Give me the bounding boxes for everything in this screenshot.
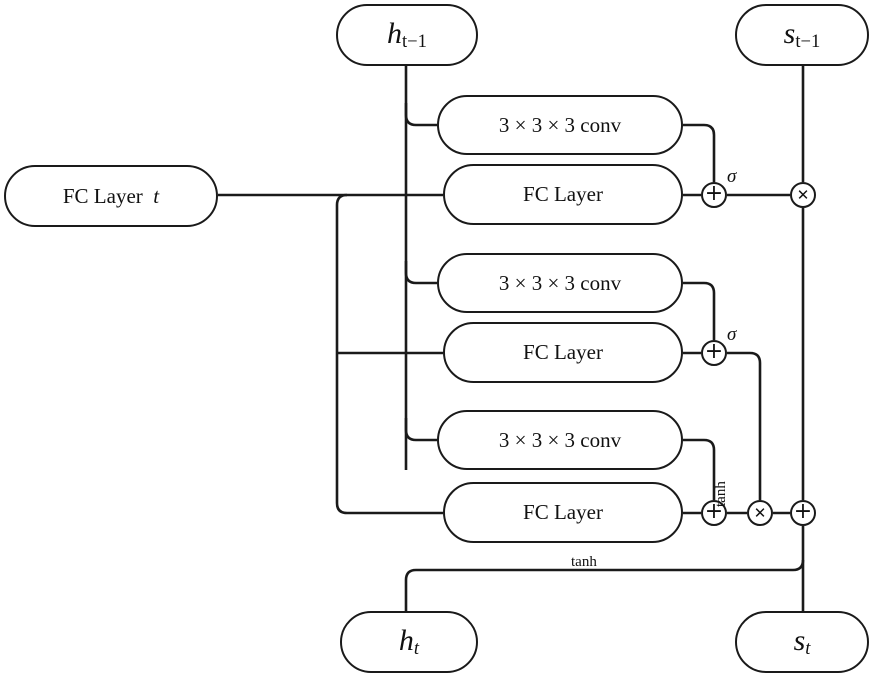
wire-conv3-to-add3 bbox=[683, 438, 716, 500]
fc-node-2[interactable]: FC Layer bbox=[443, 322, 683, 383]
state-node-h-out[interactable]: ht bbox=[340, 611, 478, 673]
gate-label-tanh-output: tanh bbox=[571, 554, 597, 570]
fc-node-3-label: FC Layer bbox=[523, 500, 603, 524]
conv-node-2[interactable]: 3 × 3 × 3 conv bbox=[437, 253, 683, 313]
operator-multiply-2-symbol: ✕ bbox=[753, 503, 767, 522]
conv-node-1-label: 3 × 3 × 3 conv bbox=[498, 112, 622, 137]
wire-hprev-to-conv2 bbox=[404, 261, 437, 285]
wire-hprev-to-conv1 bbox=[404, 103, 437, 127]
wire-conv1-to-add1 bbox=[683, 123, 716, 182]
operator-add-3[interactable]: + bbox=[701, 500, 727, 526]
state-node-h-out-label: ht bbox=[398, 623, 420, 659]
operator-add-3-symbol: + bbox=[704, 499, 724, 524]
operator-add-1-symbol: + bbox=[704, 181, 724, 206]
state-node-s-out[interactable]: st bbox=[735, 611, 869, 673]
operator-multiply-1[interactable]: ✕ bbox=[790, 182, 816, 208]
conv-node-3-label: 3 × 3 × 3 conv bbox=[498, 427, 622, 452]
input-node-fc-layer-t-label: FC Layer t bbox=[62, 183, 160, 208]
operator-add-4-symbol: + bbox=[793, 499, 813, 524]
operator-multiply-1-symbol: ✕ bbox=[796, 185, 810, 204]
conv-node-2-label: 3 × 3 × 3 conv bbox=[498, 270, 622, 295]
operator-add-2-symbol: + bbox=[704, 339, 724, 364]
wire-input-drop bbox=[335, 193, 443, 515]
wire-hprev-to-conv3 bbox=[404, 418, 437, 442]
gate-label-sigma-1: σ bbox=[727, 166, 737, 187]
state-node-s-prev-label: st−1 bbox=[783, 16, 821, 52]
operator-add-4[interactable]: + bbox=[790, 500, 816, 526]
gate-label-tanh-input: tanh bbox=[713, 481, 729, 507]
fc-node-1-label: FC Layer bbox=[523, 182, 603, 206]
fc-node-1[interactable]: FC Layer bbox=[443, 164, 683, 225]
state-node-h-prev-label: ht−1 bbox=[387, 16, 427, 52]
input-node-fc-layer-t[interactable]: FC Layer t bbox=[4, 165, 218, 227]
conv-node-3[interactable]: 3 × 3 × 3 conv bbox=[437, 410, 683, 470]
state-node-s-out-label: st bbox=[793, 623, 811, 659]
fc-node-2-label: FC Layer bbox=[523, 340, 603, 364]
state-node-s-prev[interactable]: st−1 bbox=[735, 4, 869, 66]
operator-add-1[interactable]: + bbox=[701, 182, 727, 208]
state-node-h-prev[interactable]: ht−1 bbox=[336, 4, 478, 66]
wire-conv2-to-add2 bbox=[683, 281, 716, 340]
gate-label-sigma-2: σ bbox=[727, 324, 737, 345]
operator-multiply-2[interactable]: ✕ bbox=[747, 500, 773, 526]
operator-add-2[interactable]: + bbox=[701, 340, 727, 366]
fc-node-3[interactable]: FC Layer bbox=[443, 482, 683, 543]
conv-node-1[interactable]: 3 × 3 × 3 conv bbox=[437, 95, 683, 155]
wire-add2-to-mul2 bbox=[727, 351, 762, 500]
wire-tanh-branch bbox=[404, 559, 805, 611]
